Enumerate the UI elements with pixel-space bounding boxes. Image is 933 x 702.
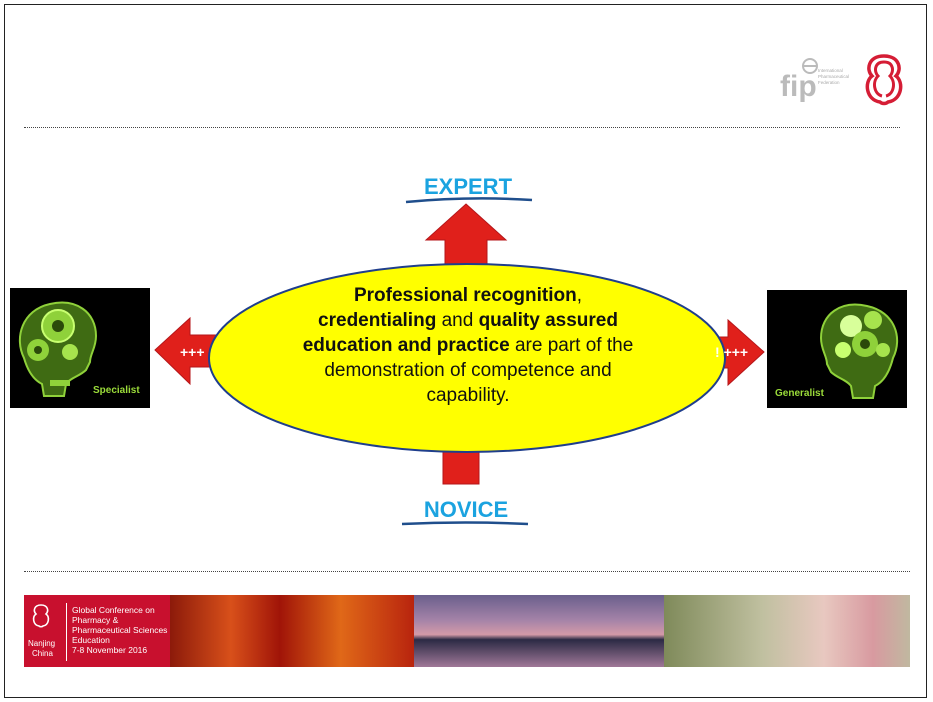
fip-text: fip	[780, 70, 817, 103]
banner-lanterns-image	[170, 595, 414, 667]
banner-emblem-icon	[32, 604, 50, 628]
banner-separator	[66, 603, 67, 661]
right-plus-value: +++	[723, 344, 749, 360]
banner-line-3: Pharmaceutical Sciences	[72, 625, 168, 635]
ellipse-text: Professional recognition, credentialing …	[296, 283, 640, 408]
specialist-label: Specialist	[93, 385, 140, 396]
expert-underline	[405, 197, 533, 204]
banner-line-5: 7-8 November 2016	[72, 645, 148, 655]
skull-gears-icon	[19, 301, 98, 397]
expert-label: EXPERT	[423, 174, 513, 199]
specialist-panel	[10, 288, 150, 408]
conference-emblem-icon	[860, 52, 908, 108]
ellipse-bold-2: credentialing	[318, 310, 437, 331]
banner-line-1: Global Conference on	[72, 605, 155, 615]
banner-line-4: Education	[72, 635, 110, 645]
banner-skyline-image	[414, 595, 664, 667]
banner-line-2: Pharmacy &	[72, 615, 119, 625]
fip-subtitle: International Pharmaceutical Federation	[818, 68, 850, 85]
banner-flower-image	[664, 595, 910, 667]
conference-banner: Nanjing China Global Conference on Pharm…	[24, 595, 910, 667]
banner-country: China	[32, 649, 53, 658]
generalist-panel	[767, 290, 907, 408]
left-plus-text: +++	[180, 344, 205, 360]
fip-logo: fip	[780, 56, 840, 104]
skull-gears-icon-right	[819, 303, 898, 399]
banner-logo-block	[24, 595, 170, 667]
banner-city: Nanjing	[28, 639, 56, 648]
top-divider	[24, 127, 900, 128]
right-plus-text: ! +++	[715, 344, 748, 360]
right-plus-cut-glyph: !	[715, 344, 724, 360]
ellipse-bold-1: Professional recognition	[353, 285, 577, 306]
novice-label: NOVICE	[423, 497, 509, 522]
ellipse-sep-1: ,	[576, 285, 583, 306]
ellipse-bold-3: quality assured education and practice	[302, 310, 618, 356]
generalist-label: Generalist	[775, 388, 824, 399]
central-ellipse	[208, 263, 726, 453]
bottom-divider	[24, 571, 910, 572]
novice-underline	[401, 521, 529, 526]
ellipse-rest: are part of the demonstration of compete…	[324, 335, 634, 406]
ellipse-and: and	[436, 310, 479, 331]
